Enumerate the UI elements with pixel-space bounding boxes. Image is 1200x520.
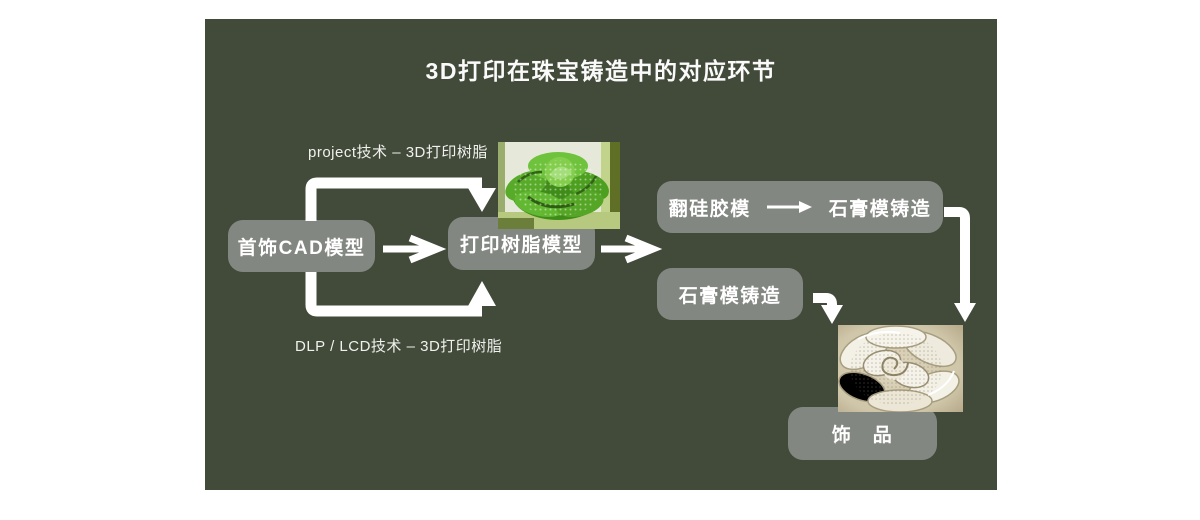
arrow-print-to-mold-head [624,234,663,264]
node-silicone-mold-label: 翻硅胶模 [668,198,751,220]
arrowhead-loop-bottom [468,281,496,306]
label-projet-technology: project技术 – 3D打印树脂 [308,144,488,161]
node-printed-resin-model-label: 打印树脂模型 [459,235,583,256]
arrowhead-loop-top [468,188,496,212]
node-jewelry-cad-model: 首饰CAD模型 [228,220,375,272]
node-jewelry-cad-model-label: 首饰CAD模型 [237,237,366,259]
node-plaster-casting-label: 石膏模铸造 [828,198,932,220]
arrow-plaster-to-rose-elbow [813,293,837,306]
arrow-mold-to-rose-elbow [944,207,970,305]
node-silicone-to-plaster: 翻硅胶模 石膏模铸造 [657,181,943,233]
node-finished-jewelry: 饰 品 [788,407,937,460]
arrow-loop-top [305,177,482,221]
cast-jewelry-rose-photo [838,325,963,412]
diagram-panel: 3D打印在珠宝铸造中的对应环节 project技术 – 3D打印树脂 DLP /… [205,19,997,490]
page-title: 3D打印在珠宝铸造中的对应环节 [425,58,777,84]
node-plaster-casting: 石膏模铸造 [657,268,803,320]
node-finished-jewelry-label: 饰 品 [831,425,894,446]
green-resin-3d-print-photo [498,142,620,229]
arrow-cad-to-print-head [408,234,447,264]
arrowhead-plaster-to-rose [821,305,843,324]
arrowhead-mold-to-rose [954,303,976,322]
right-arrow-icon [766,201,812,213]
arrow-loop-bottom [305,272,482,317]
label-dlp-lcd-technology: DLP / LCD技术 – 3D打印树脂 [295,338,503,355]
node-plaster-casting-direct-label: 石膏模铸造 [678,285,782,307]
